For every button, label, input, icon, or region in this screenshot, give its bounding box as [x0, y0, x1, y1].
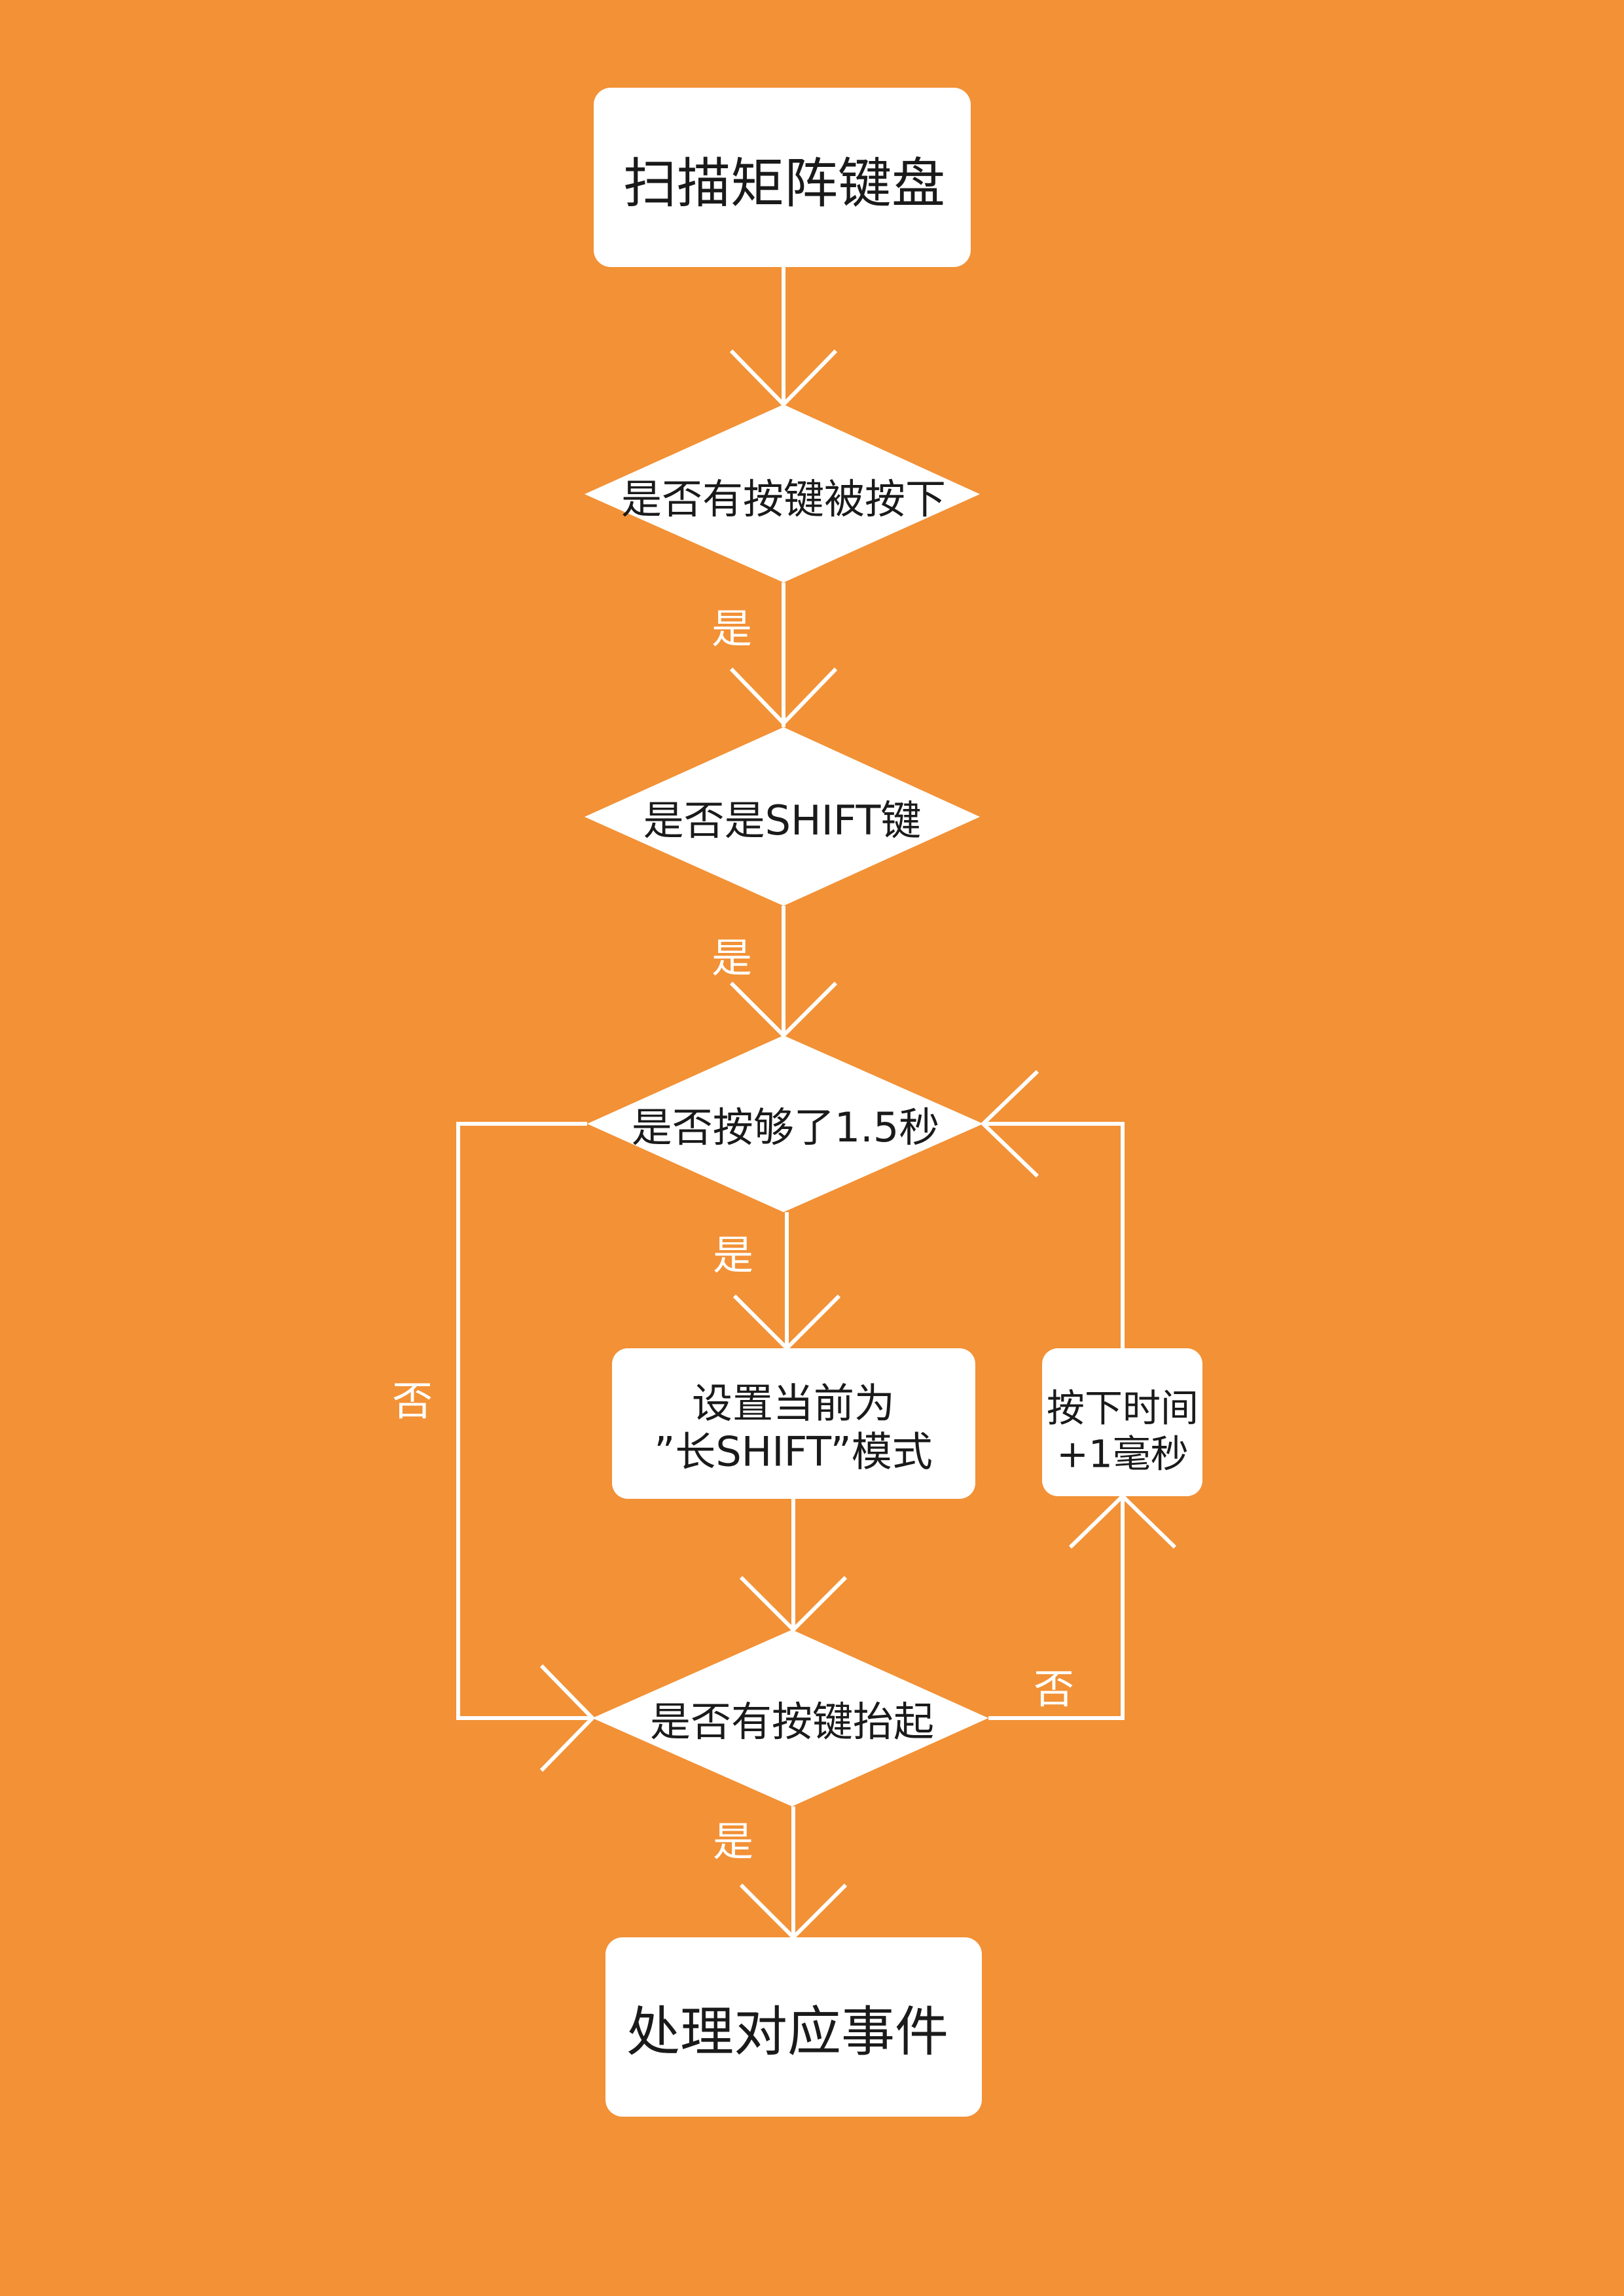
- edge-label-yes: 是: [712, 1231, 754, 1279]
- edge-label-no: 否: [1033, 1665, 1075, 1713]
- node-key-pressed: [585, 404, 980, 583]
- node-handle-event: [605, 1937, 982, 2117]
- node-scan: [594, 88, 971, 267]
- node-add-time-line1: 按下时间: [1046, 1386, 1199, 1431]
- node-set-long-shift-line1: 设置当前为: [691, 1379, 895, 1427]
- node-handle-event-label: 处理对应事件: [626, 2001, 949, 2064]
- edge-is-shift-to-held: [729, 906, 838, 1039]
- edge-label-no: 否: [391, 1377, 433, 1425]
- node-add-time: [1042, 1348, 1202, 1496]
- node-add-time-line2: +1毫秒: [1056, 1431, 1189, 1476]
- edge-key-pressed-to-is-shift: [729, 583, 838, 727]
- node-set-long-shift-line2: ”长SHIFT”模式: [654, 1428, 933, 1476]
- node-key-released-label: 是否有按键抬起: [649, 1698, 935, 1746]
- node-set-long-shift: [612, 1348, 975, 1499]
- edge-key-released-no-to-add-time: [988, 1493, 1177, 1720]
- node-held-1-5s: [587, 1035, 983, 1212]
- edge-held-to-set-long-shift: [732, 1212, 841, 1352]
- edge-key-released-to-handle-event: [739, 1806, 848, 1941]
- node-key-released: [592, 1630, 988, 1806]
- node-scan-label: 扫描矩阵键盘: [623, 152, 946, 215]
- edge-label-yes: 是: [712, 1818, 754, 1865]
- edge-label-yes: 是: [711, 934, 753, 982]
- node-is-shift-label: 是否是SHIFT键: [643, 797, 922, 844]
- node-held-1-5s-label: 是否按够了1.5秒: [631, 1103, 940, 1151]
- edge-held-no-to-key-released: [456, 1122, 596, 1772]
- edge-set-long-shift-to-key-released: [739, 1499, 848, 1633]
- edge-scan-to-key-pressed: [729, 267, 838, 408]
- edge-add-time-to-held: [980, 1069, 1125, 1348]
- node-is-shift: [585, 727, 980, 906]
- node-key-pressed-label: 是否有按键被按下: [621, 475, 947, 523]
- edge-label-yes: 是: [711, 605, 753, 653]
- node-add-time-label: 按下时间 +1毫秒: [1047, 1386, 1199, 1477]
- node-set-long-shift-label: 设置当前为 ”长SHIFT”模式: [654, 1380, 933, 1477]
